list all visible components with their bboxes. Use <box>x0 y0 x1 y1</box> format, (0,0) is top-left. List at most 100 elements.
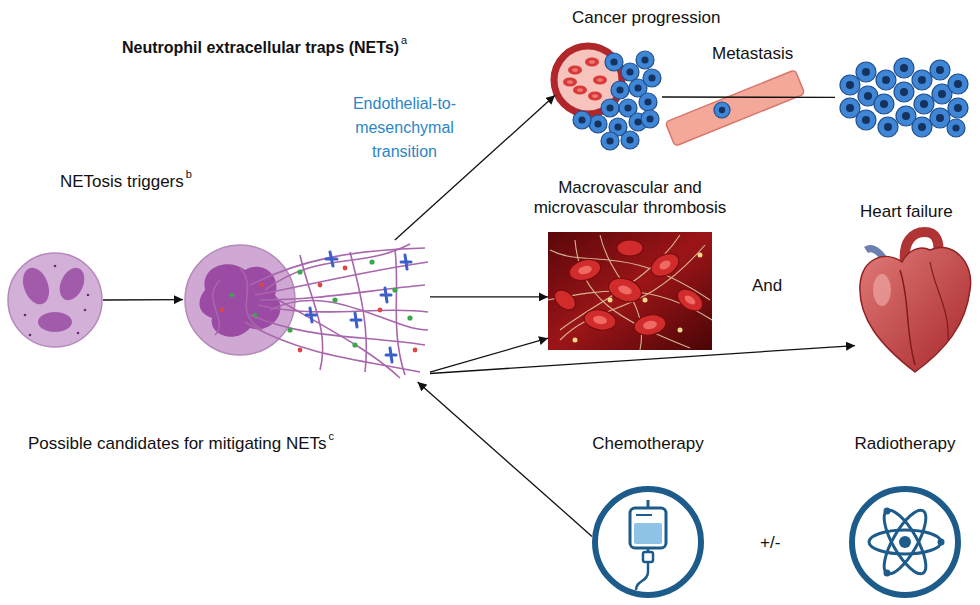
tumor-vessel-illustration-part-part <box>634 118 641 125</box>
tumor-vessel-illustration-part <box>567 60 603 98</box>
metastatic-tumor-part-part <box>954 80 962 88</box>
net-illustration-part-part <box>245 322 420 372</box>
neutrophil-cell-part <box>55 264 89 304</box>
arrow-connector <box>662 96 835 98</box>
thrombus-image-part-part <box>683 294 697 307</box>
neutrophil-cell-part <box>54 265 57 268</box>
illustration-node: Cancer progression <box>555 36 662 150</box>
edge-label: Endothelial-to-mesenchymal transition <box>342 92 467 164</box>
thrombus-image-part-part <box>633 312 668 337</box>
tumor-vessel-illustration-part-part <box>621 131 639 149</box>
tumor-vessel-illustration-part-part <box>601 132 619 150</box>
blood-vessel-part <box>714 102 730 118</box>
arrow-connector <box>418 382 592 536</box>
tumor-vessel-illustration <box>554 46 661 150</box>
radiotherapy-icon-part <box>884 508 891 515</box>
tumor-vessel-illustration-part-part <box>611 81 629 99</box>
tumor-vessel-illustration-part-part <box>646 115 653 122</box>
metastatic-tumor-part-part <box>862 68 870 76</box>
net-illustration-part-part <box>326 258 337 261</box>
net-illustration-part-part <box>332 297 337 302</box>
thrombus-image-part-part <box>608 298 613 303</box>
neutrophil-cell-part <box>24 314 27 317</box>
chemotherapy-icon-part <box>636 562 648 590</box>
thrombus-image-part-part <box>642 320 657 330</box>
tumor-vessel-illustration-part-part <box>616 86 623 93</box>
metastatic-tumor-part-part <box>954 104 962 112</box>
net-illustration-part-part <box>351 319 361 322</box>
metastatic-tumor-part-part <box>840 75 860 95</box>
neutrophil-cell-part <box>77 332 80 335</box>
net-illustration-part-part <box>253 313 257 317</box>
chemotherapy-icon-part <box>634 523 662 544</box>
tumor-vessel-illustration-part-part <box>592 94 598 98</box>
node-heading: Neutrophil extracellular traps (NETs) <box>122 38 399 57</box>
thrombus-image-part-part <box>617 240 643 256</box>
heart-image <box>860 232 971 372</box>
metastatic-tumor-part-part <box>912 117 932 137</box>
neutrophil-cell <box>8 253 102 347</box>
tumor-vessel-illustration-part-part <box>577 88 583 92</box>
metastatic-tumor-part-part <box>876 70 896 90</box>
heart-image-part <box>860 247 971 372</box>
net-illustration-part-part <box>255 262 428 295</box>
chemotherapy-icon-part <box>647 548 650 552</box>
metastatic-tumor-part-part <box>846 104 854 112</box>
radiotherapy-icon-part <box>869 505 941 579</box>
metastatic-tumor-part-part <box>936 114 944 122</box>
thrombus-image-part-part <box>643 298 648 303</box>
metastatic-tumor-part-part <box>938 90 946 98</box>
tumor-vessel-illustration-part-part <box>624 104 631 111</box>
neutrophil-cell-part <box>84 309 87 312</box>
tumor-vessel-illustration-part-part <box>644 98 651 105</box>
tumor-vessel-illustration-part-part <box>573 111 591 129</box>
metastatic-tumor-part-part <box>882 76 890 84</box>
radiotherapy-icon-part-part <box>869 530 941 554</box>
metastatic-tumor-part-part <box>862 116 870 124</box>
node-heading: Macrovascular and microvascular thrombos… <box>515 178 745 219</box>
tumor-vessel-illustration-part-part <box>597 78 603 82</box>
node-heading: Radiotherapy <box>854 434 955 454</box>
net-illustration-part-part <box>378 308 383 313</box>
tumor-vessel-illustration-part-part <box>605 53 623 71</box>
thrombus-image-part <box>548 232 712 350</box>
thrombus-image-part-part <box>647 249 683 281</box>
thrombus-image-part-part <box>573 338 578 343</box>
net-illustration-part-part <box>250 315 425 345</box>
tumor-vessel-illustration-part <box>578 56 655 144</box>
tumor-vessel-illustration-part-part <box>641 56 648 63</box>
heart-image-part <box>873 274 891 306</box>
net-illustration-part-part <box>230 293 234 297</box>
metastatic-tumor-part-part <box>948 98 968 118</box>
arrow-connector <box>430 296 548 297</box>
illustration-node: Macrovascular and microvascular thrombos… <box>548 232 712 350</box>
illustration-node: Heart failure <box>855 228 975 375</box>
tumor-vessel-illustration-part-part <box>606 137 613 144</box>
net-illustration-part-part <box>407 315 412 320</box>
illustration-node: Metastasis <box>835 58 975 140</box>
net-illustration-part-part <box>352 342 357 347</box>
arrow-connector <box>395 95 555 240</box>
metastatic-tumor-part-part <box>930 60 950 80</box>
node-heading: Cancer progression <box>572 8 720 28</box>
net-illustration-part-part <box>298 348 303 353</box>
neutrophil-cell-part <box>18 264 54 308</box>
metastatic-tumor-part-part <box>914 94 934 114</box>
text-label: Possible candidates for mitigating NETs <box>28 434 327 454</box>
heart-image-part <box>930 262 948 340</box>
tumor-vessel-illustration-part-part <box>641 110 659 128</box>
thrombus-image-part-part <box>583 307 618 332</box>
radiotherapy-icon-part-part <box>877 505 934 579</box>
metastatic-tumor-part-part <box>912 70 932 90</box>
footnote-marker: c <box>329 431 335 442</box>
thrombus-image-part <box>551 240 707 338</box>
radiotherapy-icon-part <box>938 539 945 546</box>
illustration-node: Chemotherapy <box>592 486 704 598</box>
neutrophil-cell-part <box>38 312 72 332</box>
node-heading: Chemotherapy <box>592 434 704 454</box>
tumor-vessel-illustration-part-part <box>601 99 619 117</box>
net-illustration-part-part <box>401 261 411 264</box>
